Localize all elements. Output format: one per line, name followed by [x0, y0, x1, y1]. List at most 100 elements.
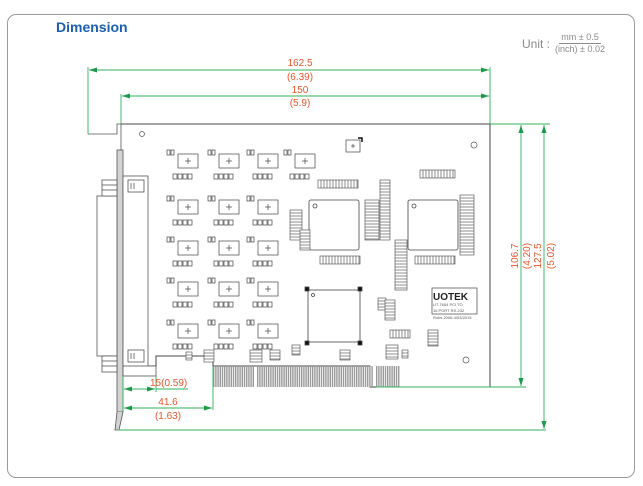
gold-finger-pin [353, 366, 356, 387]
pci-bridge-chip [304, 286, 363, 346]
capacitor [218, 260, 224, 267]
gold-finger-pin [285, 366, 287, 387]
gold-finger-pin [378, 366, 380, 387]
component-outline [185, 351, 193, 361]
capacitor [172, 343, 178, 350]
capacitor [257, 173, 263, 180]
transceiver-chip [207, 319, 240, 350]
capacitor [170, 149, 175, 156]
component-block [459, 194, 475, 256]
gold-finger-pin [296, 366, 298, 387]
gold-finger-pin [261, 366, 263, 387]
capacitor [172, 260, 178, 267]
board-height-inch: (4.20) [522, 243, 533, 269]
gold-finger-pin [349, 366, 351, 387]
capacitor [228, 219, 234, 226]
capacitor [213, 219, 219, 226]
gold-finger-pin [219, 366, 221, 387]
gold-finger-pin [393, 366, 395, 387]
capacitor [166, 277, 171, 284]
capacitor [218, 301, 224, 308]
gold-finger-pin [213, 366, 215, 387]
mounting-hole [470, 141, 478, 149]
gold-finger-pin [279, 366, 281, 387]
capacitor [170, 319, 175, 326]
capacitor [257, 343, 263, 350]
board-width-inch: (5.9) [290, 98, 311, 109]
capacitor [172, 301, 178, 308]
capacitor [166, 195, 171, 202]
component-outline [385, 344, 399, 360]
capacitor [246, 149, 251, 156]
capacitor [252, 343, 258, 350]
capacitor [218, 343, 224, 350]
transceiver-chip [207, 236, 240, 267]
capacitor [250, 277, 255, 284]
gold-finger-pin [263, 366, 265, 387]
capacitor [246, 319, 251, 326]
capacitor [267, 219, 273, 226]
overall-height-inch: (5.02) [546, 243, 557, 269]
capacitor [177, 343, 183, 350]
component-block [414, 255, 456, 265]
gold-finger-pin [221, 366, 224, 387]
gold-finger-pin [331, 366, 334, 387]
component-block [319, 255, 361, 265]
gold-finger-pin [298, 366, 301, 387]
capacitor [246, 236, 251, 243]
gold-finger-pin [329, 366, 331, 387]
component-outline [394, 239, 408, 291]
gold-finger-pin [369, 366, 371, 387]
transceiver-chip [166, 277, 199, 308]
capacitor [213, 260, 219, 267]
capacitor [246, 277, 251, 284]
capacitor [218, 219, 224, 226]
gold-finger-pin [243, 366, 246, 387]
gold-finger-pin [281, 366, 283, 387]
capacitor [166, 149, 171, 156]
transceiver-chip [166, 149, 199, 180]
brand-logo: UOTEK [433, 292, 469, 303]
gold-finger-dim-mm: 41.6 [158, 397, 178, 408]
component-outline [389, 329, 411, 339]
capacitor [223, 173, 229, 180]
component-outline [291, 344, 301, 356]
transceiver-chip [166, 319, 199, 350]
capacitor [246, 195, 251, 202]
component-block [389, 329, 411, 339]
capacitor [207, 319, 212, 326]
capacitor [262, 173, 268, 180]
capacitor [211, 319, 216, 326]
gold-finger-pin [217, 366, 219, 387]
overall-height-mm: 127.5 [533, 243, 544, 268]
component-block [291, 344, 301, 356]
capacitor [218, 173, 224, 180]
capacitor [182, 301, 188, 308]
gold-finger-pin [380, 366, 382, 387]
component-block [384, 299, 396, 321]
capacitor [257, 260, 263, 267]
board-height-mm: 106.7 [510, 243, 521, 268]
component-block [203, 349, 215, 363]
gold-finger-pin [268, 366, 270, 387]
capacitor [262, 219, 268, 226]
gold-finger-pin [250, 366, 252, 387]
gold-finger-pin [276, 366, 279, 387]
gold-finger-pin [376, 366, 378, 387]
transceiver-chip [207, 195, 240, 226]
capacitor [213, 301, 219, 308]
capacitor [177, 260, 183, 267]
component-block [364, 199, 380, 241]
component-outline [384, 299, 396, 321]
capacitor [257, 219, 263, 226]
capacitor [187, 343, 193, 350]
unit-fraction: mm ± 0.5 (inch) ± 0.02 [553, 32, 607, 55]
mounting-hole [462, 356, 470, 364]
capacitor [207, 195, 212, 202]
gold-finger-pin [314, 366, 316, 387]
revision-line: Rohs 2006-4/03/2015 [433, 315, 472, 320]
gold-finger-pin [301, 366, 303, 387]
transceiver-chip [246, 277, 279, 308]
capacitor [262, 301, 268, 308]
